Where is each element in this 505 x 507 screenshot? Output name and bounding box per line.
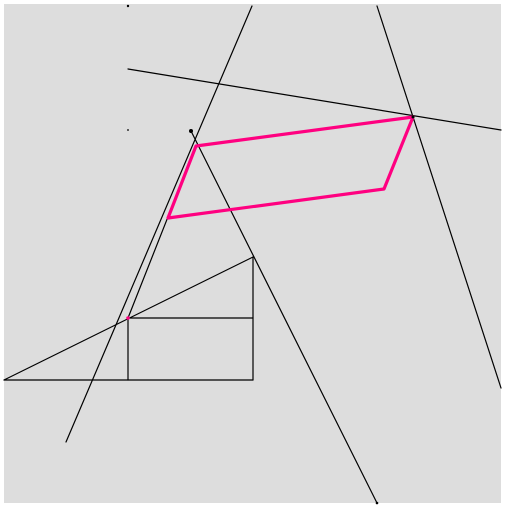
highlighted-rectangle-corner-point[interactable] — [126, 316, 130, 320]
line-steep-left[interactable] — [65, 5, 253, 443]
point-top-edge[interactable] — [126, 4, 130, 8]
point-small-left[interactable] — [127, 129, 129, 131]
highlighted-parallelogram[interactable] — [166, 115, 415, 220]
line-steep-right[interactable] — [376, 5, 502, 389]
line-upper-transversal[interactable] — [127, 68, 502, 131]
line-long-diagonal[interactable] — [190, 130, 378, 504]
point-upper-vertex[interactable] — [189, 129, 193, 133]
point-bottom-edge[interactable] — [375, 501, 379, 505]
point-parallelogram-vertex-right[interactable] — [411, 115, 415, 119]
